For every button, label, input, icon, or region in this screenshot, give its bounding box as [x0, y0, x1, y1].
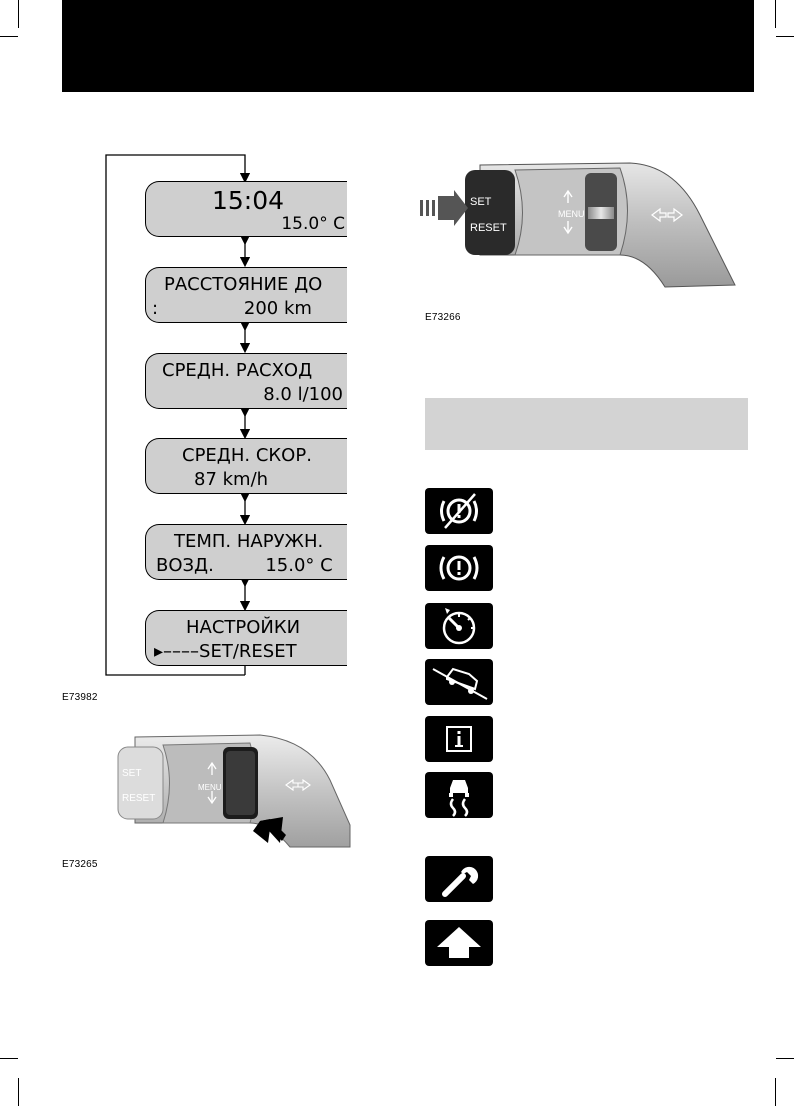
outside-temp: 15.0° C — [281, 214, 345, 234]
clock-time: 15:04 — [212, 186, 285, 215]
figure-label: E73266 — [425, 312, 461, 323]
screen-value: 87 km/h — [194, 469, 269, 490]
display-screen-avg-consumption: СРЕДН. РАСХОД 8.0 l/100 — [145, 353, 347, 409]
crop-mark — [776, 36, 794, 37]
screen-value: ВОЗД. 15.0° C — [156, 555, 333, 576]
display-screen-settings: НАСТРОЙКИ ▸––––SET/RESET — [145, 610, 347, 666]
reset-label: RESET — [122, 793, 155, 804]
info-icon — [425, 716, 493, 762]
crop-mark — [775, 0, 776, 28]
set-label: SET — [122, 768, 141, 779]
figure-label: E73982 — [62, 692, 98, 703]
screen-title: РАССТОЯНИЕ ДО — [164, 274, 323, 295]
header-bar — [62, 0, 754, 92]
screen-title: НАСТРОЙКИ — [186, 617, 301, 638]
crop-mark — [18, 0, 19, 28]
screen-title: СРЕДН. РАСХОД — [162, 360, 313, 381]
crop-mark — [776, 1058, 794, 1059]
display-screen-range: РАССТОЯНИЕ ДО : 200 km — [145, 267, 347, 323]
info-box — [425, 398, 748, 450]
brake-warning-circle-icon — [425, 488, 493, 534]
crop-mark — [0, 1058, 18, 1059]
screen-value: : 200 km — [152, 298, 312, 319]
hill-descent-icon — [425, 659, 493, 705]
stalk-illustration-menu-wheel: SET RESET MENU — [117, 734, 351, 848]
stability-control-icon — [425, 772, 493, 818]
brake-warning-icon — [425, 545, 493, 591]
up-arrow-icon — [425, 920, 493, 966]
menu-flow-connectors — [105, 154, 251, 676]
crop-mark — [0, 36, 18, 37]
display-screen-clock: 15:04 15.0° C — [145, 181, 347, 237]
screen-title: ТЕМП. НАРУЖН. — [174, 531, 324, 552]
menu-label: MENU — [558, 209, 585, 219]
screen-value: ▸––––SET/RESET — [154, 641, 297, 662]
crop-mark — [775, 1078, 776, 1106]
screen-value: 8.0 l/100 — [263, 384, 343, 405]
speedometer-icon — [425, 603, 493, 649]
figure-label: E73265 — [62, 859, 98, 870]
crop-mark — [18, 1078, 19, 1106]
reset-label: RESET — [470, 222, 507, 234]
menu-label: MENU — [198, 783, 222, 792]
display-screen-avg-speed: СРЕДН. СКОР. 87 km/h — [145, 438, 347, 494]
set-label: SET — [470, 196, 492, 208]
screen-title: СРЕДН. СКОР. — [182, 445, 312, 466]
stalk-illustration-set-reset: SET RESET MENU — [420, 162, 736, 288]
wrench-icon — [425, 856, 493, 902]
display-screen-outside-temp: ТЕМП. НАРУЖН. ВОЗД. 15.0° C — [145, 524, 347, 580]
